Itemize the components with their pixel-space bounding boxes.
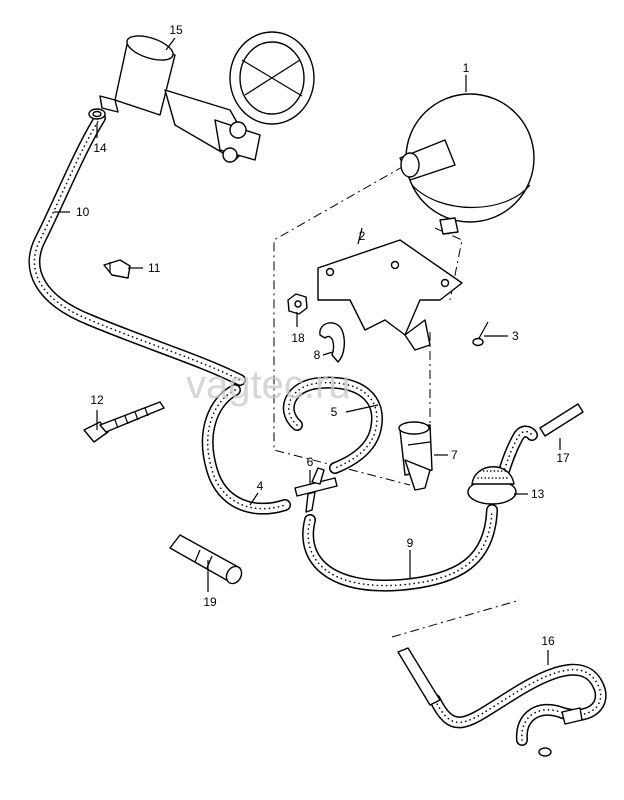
callout-11: 11 — [148, 261, 161, 275]
part-1-vacuum-reservoir — [399, 93, 535, 235]
part-18-nut — [287, 293, 308, 315]
part-8-cable-tie — [319, 322, 346, 363]
callout-15: 15 — [169, 23, 183, 37]
part-16-pipe-ends — [397, 647, 583, 757]
callout-8: 8 — [314, 348, 321, 362]
watermark: vagtec.ru — [186, 363, 351, 407]
callout-4: 4 — [257, 479, 264, 493]
callout-1: 1 — [463, 61, 470, 75]
part-2-bracket — [317, 239, 463, 351]
callout-6: 6 — [307, 455, 314, 469]
callout-5: 5 — [331, 405, 338, 419]
hoses — [28, 112, 607, 746]
callout-numbers: 1 2 3 4 5 6 7 8 9 10 11 12 13 14 15 16 1… — [76, 23, 570, 648]
part-6-t-connector — [294, 467, 338, 513]
part-14-hose-clip — [88, 108, 106, 120]
part-11-clip — [103, 259, 131, 279]
callout-13: 13 — [531, 487, 545, 501]
part-15-throttle-body — [99, 31, 315, 163]
callout-leader-lines — [54, 37, 561, 665]
callout-9: 9 — [407, 536, 414, 550]
callout-14: 14 — [93, 141, 107, 155]
part-17-hose-piece — [539, 403, 584, 437]
part-12-mounting-clip — [83, 401, 165, 443]
part-3-screw — [472, 321, 489, 347]
hose-16 — [429, 663, 607, 746]
callout-18: 18 — [291, 331, 305, 345]
callout-7: 7 — [451, 448, 458, 462]
callout-3: 3 — [512, 329, 519, 343]
callout-12: 12 — [90, 393, 104, 407]
callout-17: 17 — [556, 451, 570, 465]
callout-10: 10 — [76, 205, 90, 219]
callout-16: 16 — [541, 634, 555, 648]
callout-2: 2 — [359, 229, 366, 243]
part-7-solenoid-valve — [398, 421, 433, 491]
part-19-hose-sleeve — [169, 534, 243, 585]
part-13-damper — [467, 466, 517, 505]
callout-19: 19 — [203, 595, 217, 609]
